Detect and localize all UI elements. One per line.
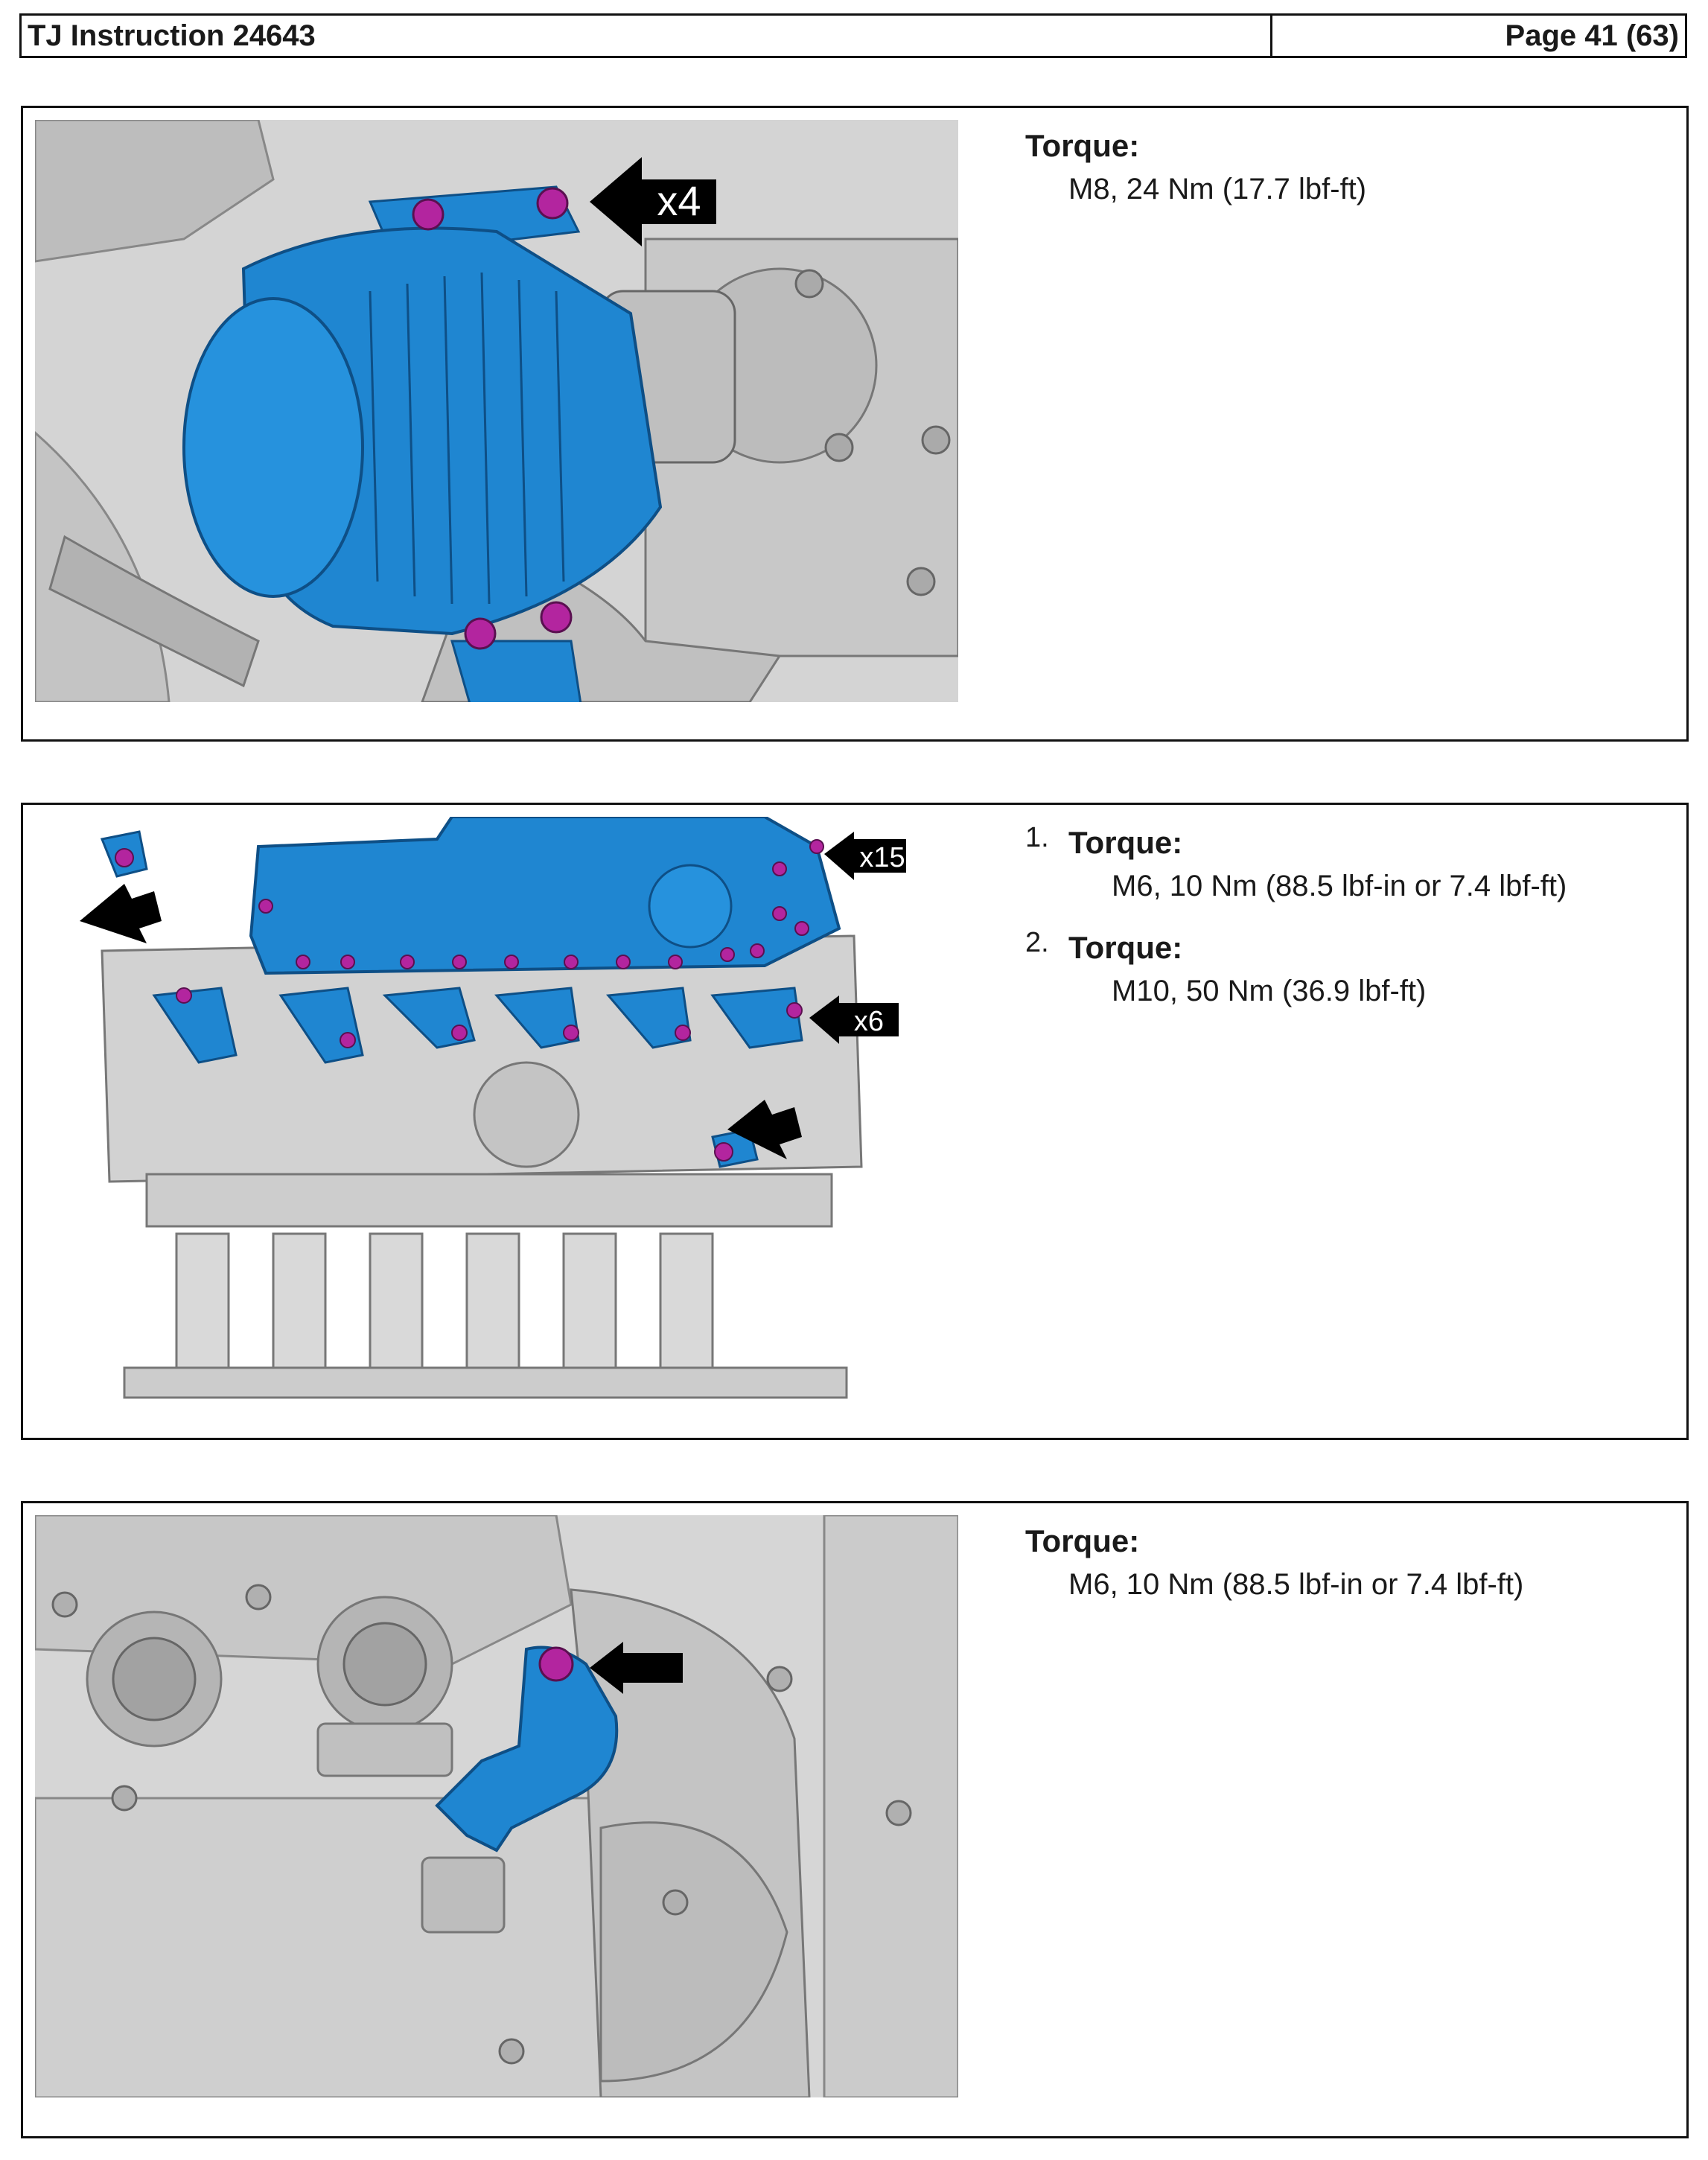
instruction-panel-3: Torque: M6, 10 Nm (88.5 lbf-in or 7.4 lb… [21, 1501, 1689, 2138]
instruction-panel-1: x4 Torque: M8, 24 Nm (17.7 lbf-ft) [21, 106, 1689, 742]
torque-value: M8, 24 Nm (17.7 lbf-ft) [1068, 172, 1367, 206]
torque-value: M10, 50 Nm (36.9 lbf-ft) [1112, 974, 1427, 1007]
callout-x15: x15 [859, 842, 905, 873]
torque-label: Torque: [1025, 128, 1140, 163]
panel-3-notes: Torque: M6, 10 Nm (88.5 lbf-in or 7.4 lb… [1025, 1520, 1666, 1605]
torque-value: M6, 10 Nm (88.5 lbf-in or 7.4 lbf-ft) [1112, 869, 1567, 902]
step-number: 1. [1025, 822, 1049, 853]
torque-label: Torque: [1025, 1523, 1140, 1558]
callout-x6: x6 [854, 1006, 884, 1037]
panel-1-notes: Torque: M8, 24 Nm (17.7 lbf-ft) [1025, 124, 1666, 210]
alternator-illustration: x4 [35, 120, 958, 702]
page-header: TJ Instruction 24643 Page 41 (63) [19, 13, 1687, 58]
document-title: TJ Instruction 24643 [22, 16, 1272, 56]
sensor-illustration [35, 1515, 958, 2097]
step-1: 1. Torque: M6, 10 Nm (88.5 lbf-in or 7.4… [1025, 821, 1666, 907]
torque-value: M6, 10 Nm (88.5 lbf-in or 7.4 lbf-ft) [1068, 1567, 1524, 1601]
panel-2-notes: 1. Torque: M6, 10 Nm (88.5 lbf-in or 7.4… [1025, 821, 1666, 1031]
torque-label: Torque: [1068, 825, 1183, 860]
cylinder-head-illustration: x15 x6 [35, 817, 958, 1399]
step-number: 2. [1025, 926, 1049, 958]
step-2: 2. Torque: M10, 50 Nm (36.9 lbf-ft) [1025, 926, 1666, 1012]
instruction-panel-2: x15 x6 1. Torque: M6, 10 Nm (88.5 lbf-in… [21, 803, 1689, 1440]
callout-x4: x4 [657, 177, 701, 224]
torque-label: Torque: [1068, 929, 1183, 965]
page-number: Page 41 (63) [1505, 19, 1679, 52]
